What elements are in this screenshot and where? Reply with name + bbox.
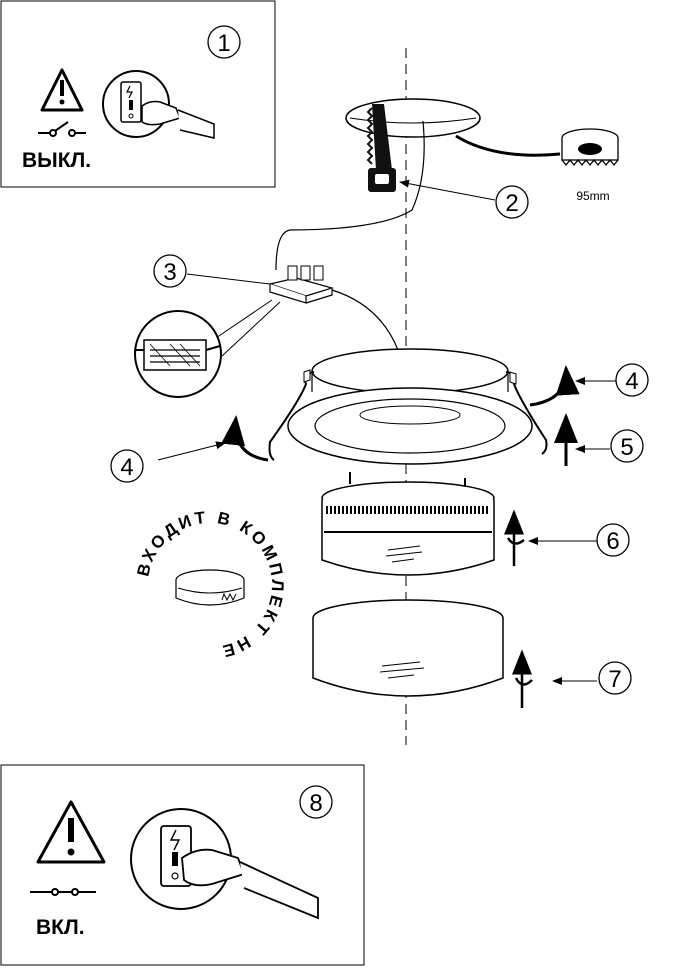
mains-cable: [455, 134, 561, 157]
panel-step-8: [0, 764, 365, 966]
step-1-number: 1: [217, 30, 230, 57]
terminal-block: [267, 265, 335, 304]
step-4-left-rotation-arrow: [221, 415, 269, 462]
lamp-wire: [331, 289, 399, 351]
step-3-leader: [186, 273, 271, 285]
step-5-badge: 5: [610, 429, 644, 463]
ceiling-cutout: [345, 98, 481, 138]
switch-hand-icon: [102, 70, 215, 139]
lamp-small-icon: [175, 569, 245, 606]
step-2-number: 2: [505, 190, 518, 217]
supply-wire: [275, 120, 425, 271]
terminal-detail-icon: [134, 310, 222, 398]
warning-triangle-icon: [40, 68, 84, 112]
step-4-right-badge: 4: [615, 363, 649, 397]
step-7-number: 7: [608, 666, 621, 693]
step-4-left-number: 4: [120, 454, 133, 481]
hole-saw-icon: [561, 128, 619, 167]
hole-size-label: 95mm: [576, 189, 609, 203]
panel-step-1: [0, 0, 276, 188]
spring-clip-left: [268, 369, 315, 461]
step-4-left-leader: [157, 441, 226, 461]
switch-on-symbol-icon: [30, 888, 96, 896]
step-3-badge: 3: [153, 254, 187, 288]
step-4-left-badge: 4: [110, 449, 144, 483]
step-2-badge: 2: [495, 185, 529, 219]
step-6-badge: 6: [596, 523, 630, 557]
step-4-right-number: 4: [625, 368, 638, 395]
gx53-lamp: [321, 472, 495, 576]
switch-hand-icon-2: [130, 808, 319, 920]
warning-triangle-icon-2: [36, 800, 106, 864]
step-6-number: 6: [606, 528, 619, 555]
step-5-number: 5: [620, 434, 633, 461]
switch-off-symbol-icon: [38, 121, 86, 137]
zoom-line-bottom: [221, 301, 281, 357]
step-6-twist-arrow: [504, 509, 525, 566]
step-2-leader: [399, 179, 496, 201]
not-included-badge: ВХОДИТ В КОМПЛЕКТ НЕ: [133, 508, 284, 662]
step-3-number: 3: [163, 259, 176, 286]
step-7-badge: 7: [598, 661, 632, 695]
zoom-line-top: [209, 299, 273, 343]
step-8-badge: 8: [299, 785, 333, 819]
diffuser-cover: [312, 599, 504, 697]
step-1-badge: 1: [207, 25, 241, 59]
off-label: ВЫКЛ.: [22, 149, 91, 172]
downlight-housing: [287, 348, 533, 465]
step-7-twist-arrow: [512, 649, 533, 708]
on-label: ВКЛ.: [36, 916, 85, 939]
step-8-number: 8: [309, 790, 322, 817]
spring-clip-right: [505, 371, 548, 455]
step-4-right-rotation-arrow: [529, 365, 580, 407]
hand-saw-icon: [366, 104, 396, 192]
